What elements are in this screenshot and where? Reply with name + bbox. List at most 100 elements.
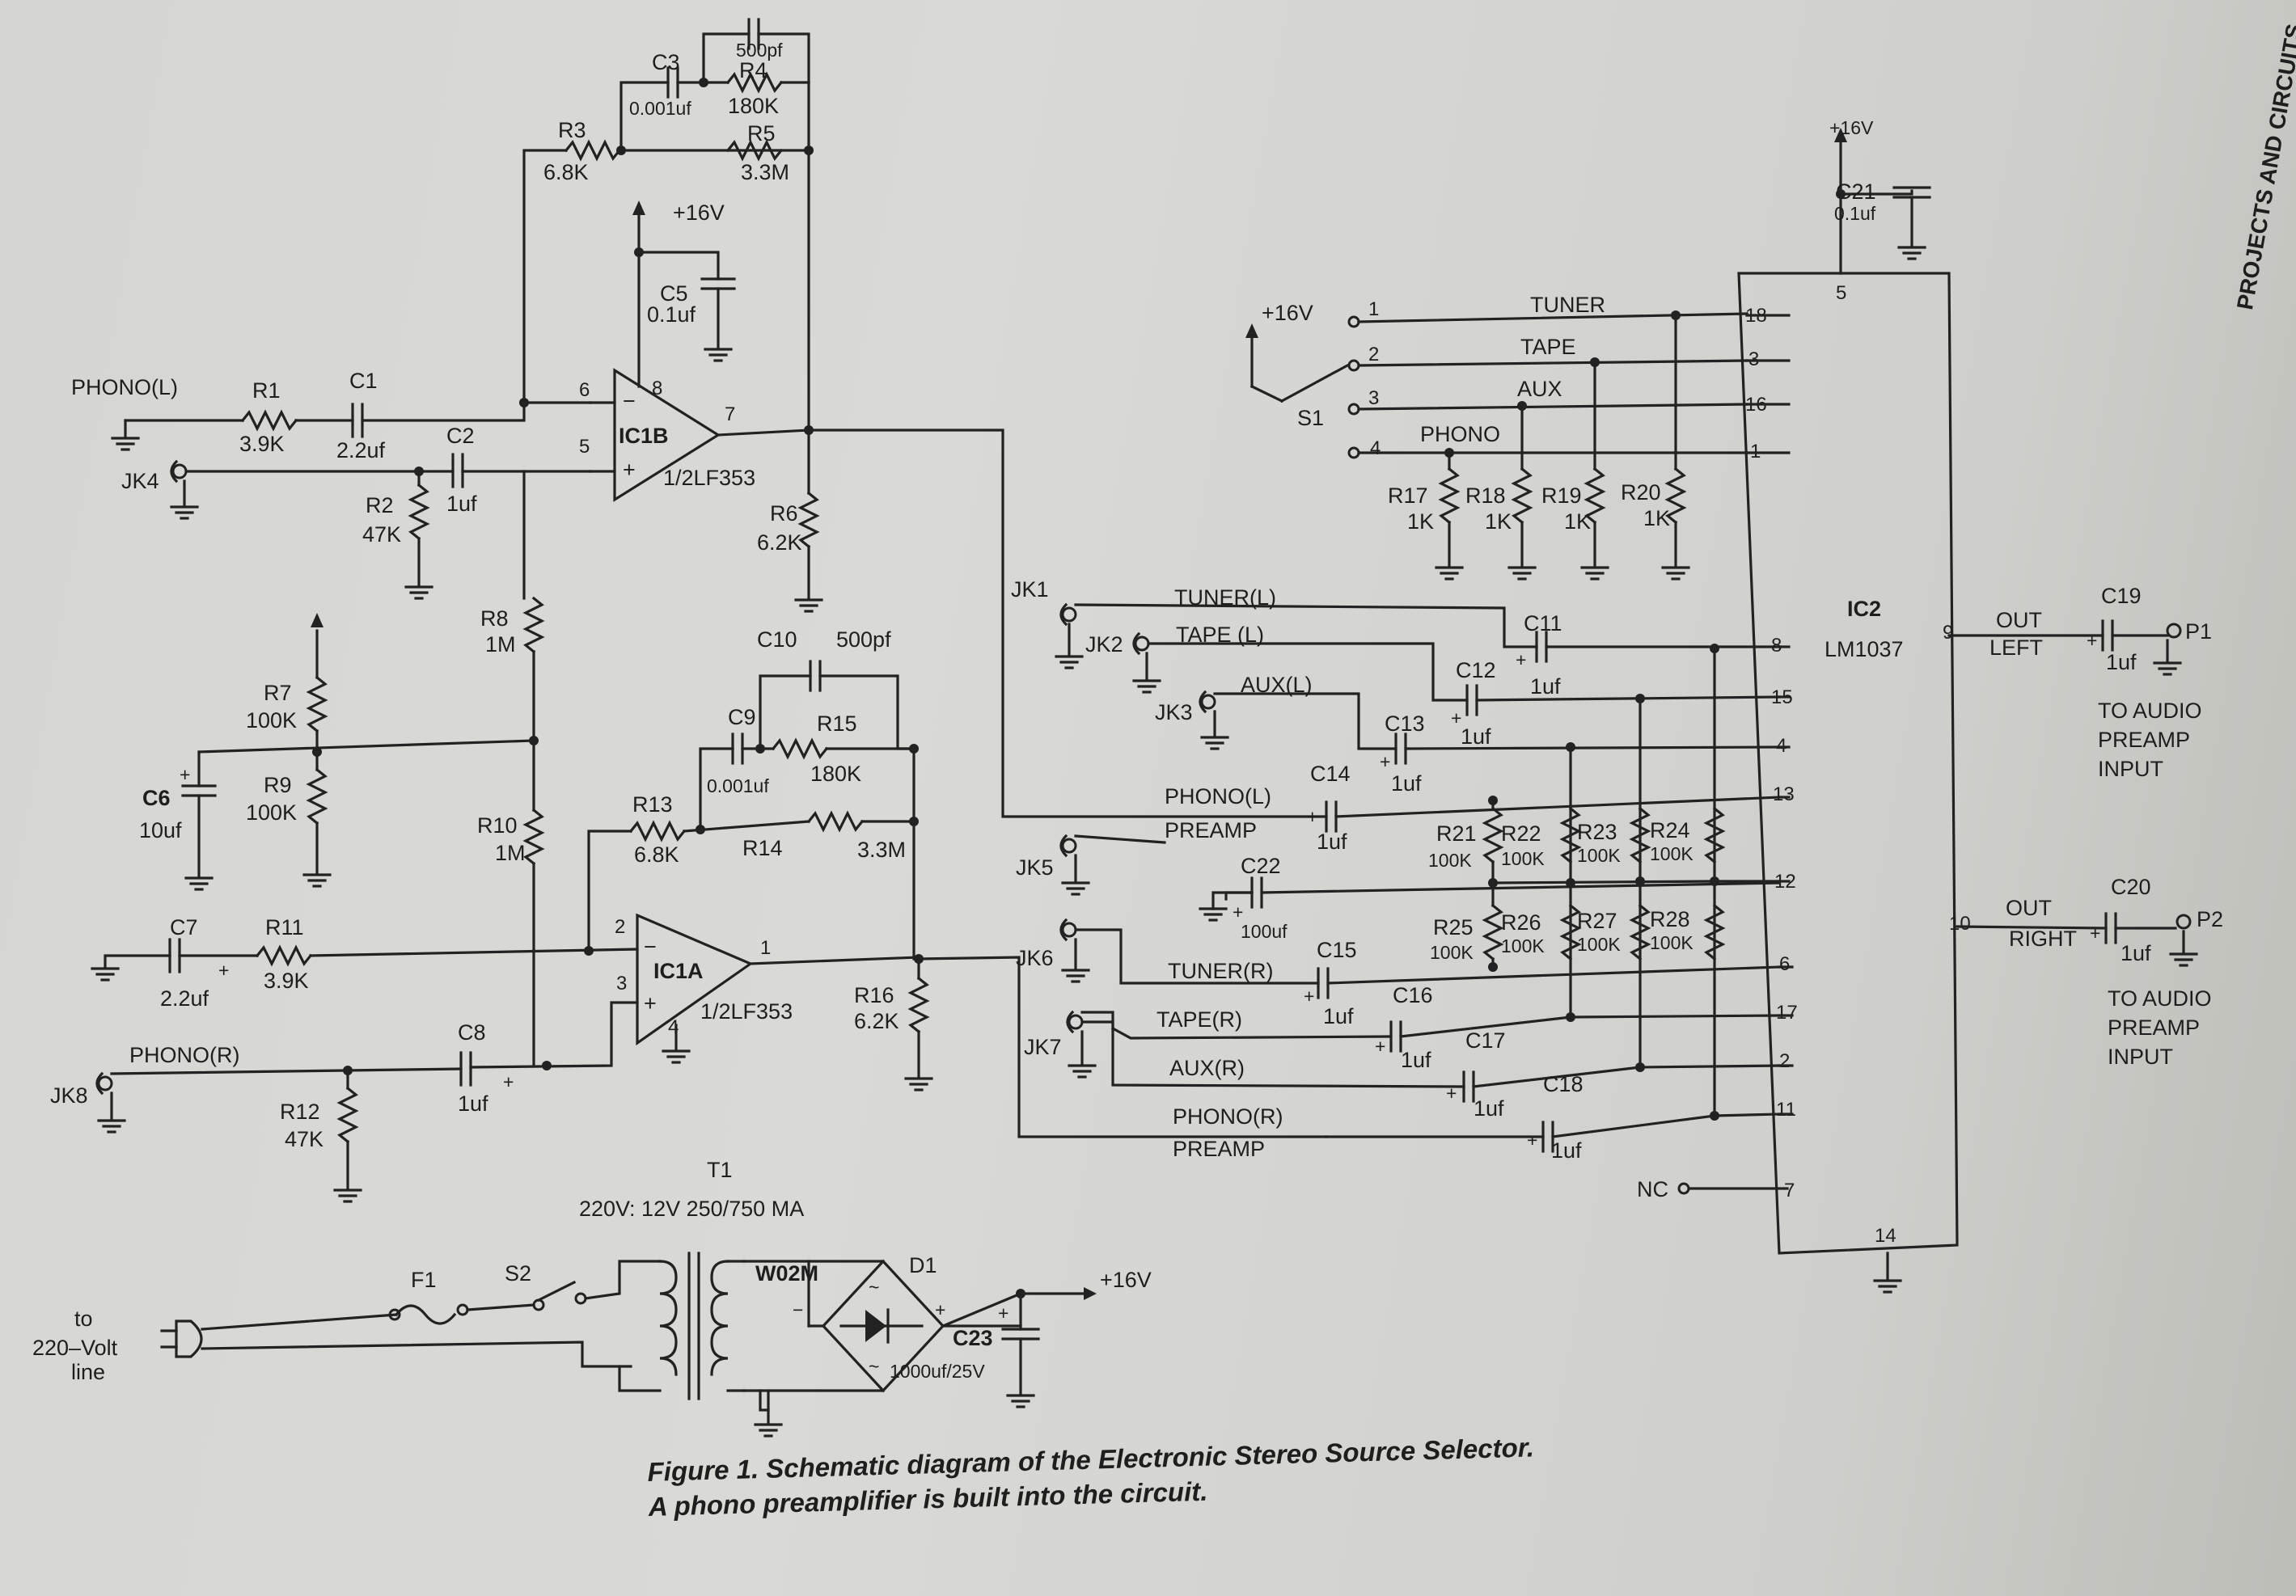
svg-text:10: 10 [1949,913,1971,935]
label-c21v: 0.1uf [1834,203,1876,224]
bias-network: R8 1M R10 1M R7 100K + C6 10uf R9 100K [139,470,552,1070]
svg-text:100K: 100K [1428,850,1472,871]
svg-text:PREAMP: PREAMP [2108,1015,2200,1040]
fuse-f1 [394,1304,457,1325]
ic2-body [1737,272,1959,1255]
label-tuner-l: TUNER(L) [1174,585,1276,610]
label-c2: C2 [446,424,475,448]
label-phono-l: PHONO(L) [71,375,178,399]
svg-text:+: + [1233,901,1243,923]
label-tape: TAPE [1520,335,1576,359]
svg-text:+: + [2087,630,2097,651]
label-r14v: 3.3M [857,838,906,862]
label-c6: C6 [142,786,171,810]
svg-text:R19: R19 [1541,483,1582,508]
ic2-lm1037: IC2 LM1037 18 3 16 1 8 15 4 13 12 6 17 2… [1637,117,2223,1294]
label-jk4: JK4 [121,469,159,493]
svg-text:+: + [180,764,190,785]
svg-text:R24: R24 [1650,818,1690,842]
label-r3v: 6.8K [543,160,589,184]
label-c1: C1 [349,369,378,393]
svg-text:+: + [644,991,657,1015]
label-line-volt: 220–Volt [32,1336,118,1360]
svg-text:C13: C13 [1385,711,1425,736]
svg-text:+: + [1307,806,1317,827]
label-r16: R16 [854,983,894,1007]
svg-text:C16: C16 [1393,983,1433,1007]
svg-text:3: 3 [616,973,627,994]
svg-text:TO AUDIO: TO AUDIO [2098,699,2202,723]
output-jack-p2[interactable] [2175,914,2192,930]
svg-text:1uf: 1uf [1323,1004,1354,1028]
svg-text:+: + [2090,923,2100,944]
svg-text:3: 3 [1368,387,1379,409]
label-r10: R10 [477,813,518,838]
label-r1v: 3.9K [239,432,285,456]
svg-text:+: + [1380,751,1390,772]
label-r4cap: 500pf [736,40,783,61]
ic1b-section: PHONO(L) R1 3.9K C1 2.2uf JK4 C2 1uf R2 … [71,18,1328,818]
label-right: RIGHT [2009,927,2077,951]
svg-text:+: + [1446,1083,1457,1104]
svg-text:+: + [1527,1129,1537,1151]
label-t1: T1 [707,1158,733,1182]
svg-text:13: 13 [1773,783,1795,805]
label-phono-r2: PHONO(R) [1173,1104,1283,1129]
label-c7v: 2.2uf [160,986,209,1011]
left-input-jacks: JK1 TUNER(L) JK2 TAPE (L) JK3 AUX(L) PHO… [1011,577,1781,854]
svg-text:1K: 1K [1643,506,1670,530]
label-ic1b-sub: 1/2LF353 [663,466,755,490]
label-f1: F1 [411,1268,437,1292]
right-input-jacks: JK5 JK6 TUNER(R) JK7 TAPE(R) AUX(R) PHON… [1016,834,1781,1163]
label-plus16-c: +16V [1829,117,1874,138]
svg-text:8: 8 [1771,635,1782,657]
label-plus16-b: +16V [1262,301,1313,325]
svg-text:−: − [623,389,636,413]
svg-text:6: 6 [579,379,590,401]
svg-text:17: 17 [1776,1002,1798,1024]
label-aux-l: AUX(L) [1241,673,1313,697]
svg-text:C11: C11 [1524,611,1562,635]
label-d1: D1 [909,1253,937,1277]
label-c5: C5 [660,281,688,306]
label-c20v: 1uf [2121,941,2151,965]
label-phono: PHONO [1420,422,1500,446]
svg-text:R23: R23 [1577,820,1617,844]
svg-text:+: + [935,1299,945,1320]
label-nc: NC [1637,1177,1668,1201]
label-c3v: 0.001uf [629,98,691,119]
svg-text:C18: C18 [1543,1072,1584,1096]
svg-text:R26: R26 [1501,910,1541,935]
label-c3: C3 [652,50,680,74]
svg-text:R28: R28 [1650,907,1690,931]
svg-text:5: 5 [579,436,590,458]
svg-text:100K: 100K [1577,934,1621,955]
label-r1: R1 [252,378,281,403]
label-aux-r: AUX(R) [1169,1056,1245,1080]
output-jack-p1[interactable] [2166,623,2182,639]
label-ic1a: IC1A [653,959,704,983]
label-c8: C8 [458,1020,486,1045]
svg-text:7: 7 [1784,1180,1795,1201]
label-r7: R7 [264,681,292,705]
label-c6v: 10uf [139,818,182,842]
svg-text:5: 5 [1836,282,1846,304]
label-c5v: 0.1uf [647,302,696,327]
label-r3: R3 [558,118,586,142]
label-s2: S2 [505,1261,531,1286]
label-jk6: JK6 [1016,946,1054,970]
svg-text:1uf: 1uf [1474,1096,1504,1121]
selector-switch-s1[interactable]: +16V S1 1 2 3 4 TUNER TAPE AUX PHONO R17… [1245,293,1748,581]
label-r13: R13 [632,792,673,817]
svg-text:C12: C12 [1456,658,1496,682]
label-r5v: 3.3M [741,160,789,184]
label-tape-l: TAPE (L) [1176,623,1264,647]
label-jk5: JK5 [1016,855,1054,880]
switch-s2[interactable] [536,1280,577,1303]
svg-text:+: + [623,458,636,482]
ic1b-opamp-symbol [613,368,721,502]
label-c23: C23 [953,1326,993,1350]
svg-text:R18: R18 [1465,483,1506,508]
